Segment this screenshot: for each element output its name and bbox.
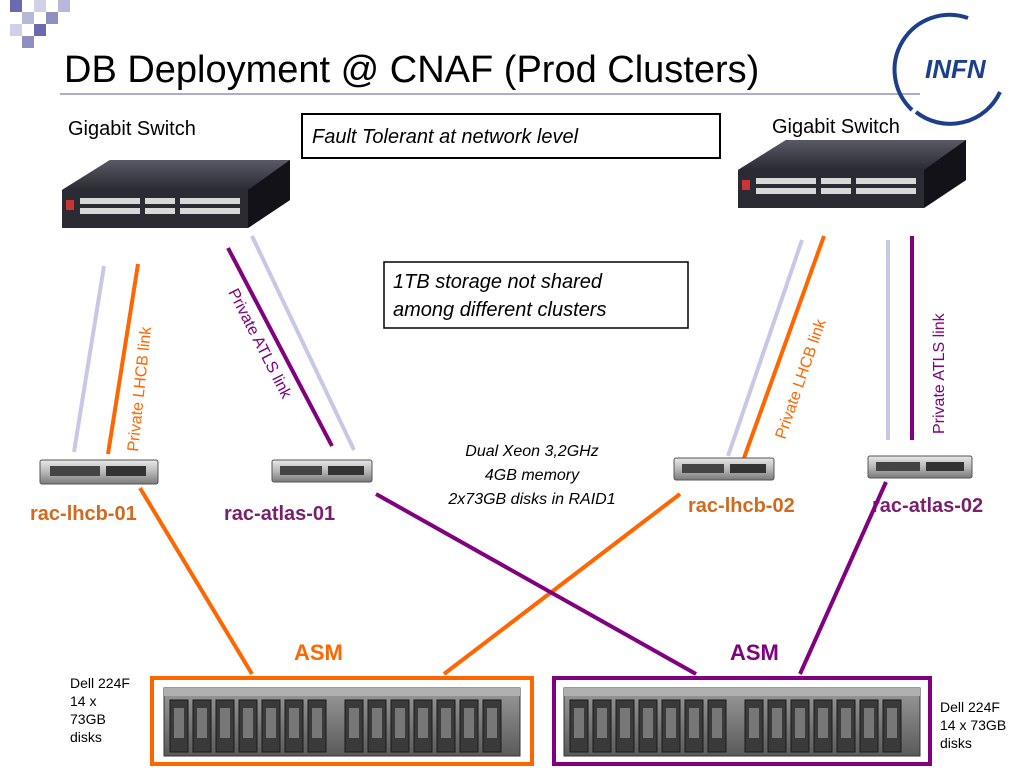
- spec-line-3: 2x73GB disks in RAID1: [447, 491, 615, 508]
- disk-handle: [620, 708, 630, 738]
- storage-desc-right-line1: Dell 224F: [940, 699, 1000, 715]
- disk-handle: [418, 708, 428, 738]
- server-rac-atlas-01: [271, 459, 373, 483]
- storage-desc-left: Dell 224F 14 x 73GB disks: [70, 675, 130, 745]
- disk-handle: [289, 708, 299, 738]
- server-specs: Dual Xeon 3,2GHz 4GB memory 2x73GB disks…: [447, 443, 615, 508]
- disk-handle: [749, 708, 759, 738]
- disk-handle: [464, 708, 474, 738]
- storage-callout-line2: among different clusters: [393, 299, 606, 321]
- right-array-disks: [569, 699, 902, 753]
- storage-callout: 1TB storage not shared among different c…: [383, 261, 689, 329]
- disk-handle: [574, 708, 584, 738]
- spec-line-2: 4GB memory: [485, 467, 580, 484]
- storage-desc-left-line1: Dell 224F: [70, 675, 130, 691]
- private-lhcb-link-left: [106, 263, 140, 455]
- disk-handle: [197, 708, 207, 738]
- storage-desc-right-line3: disks: [940, 735, 972, 751]
- private-atlas-link-left: [226, 247, 334, 447]
- san-link-lhcb-02: [442, 492, 682, 676]
- server-rac-atlas-02: [867, 455, 973, 479]
- asm-label-left: ASM: [294, 640, 343, 665]
- storage-desc-left-line4: disks: [70, 729, 102, 745]
- disk-handle: [395, 708, 405, 738]
- public-links: [72, 235, 890, 457]
- private-lhcb-link-right: [742, 235, 826, 459]
- node-label-rac-lhcb-01: rac-lhcb-01: [30, 503, 137, 525]
- disk-handle: [887, 708, 897, 738]
- node-label-rac-atlas-01: rac-atlas-01: [224, 503, 335, 525]
- infn-logo: INFN: [892, 12, 1002, 126]
- disk-handle: [795, 708, 805, 738]
- disk-handle: [441, 708, 451, 738]
- storage-desc-right: Dell 224F 14 x 73GB disks: [940, 699, 1006, 751]
- server-rac-lhcb-01: [39, 459, 159, 485]
- storage-desc-right-line2: 14 x 73GB: [940, 717, 1006, 733]
- disk-handle: [312, 708, 322, 738]
- disk-handle: [487, 708, 497, 738]
- storage-array-right: [552, 676, 932, 766]
- disk-handle: [597, 708, 607, 738]
- disk-handle: [349, 708, 359, 738]
- disk-handle: [243, 708, 253, 738]
- disk-handle: [266, 708, 276, 738]
- fault-tolerant-callout: Fault Tolerant at network level: [301, 113, 721, 159]
- storage-callout-line1: 1TB storage not shared: [393, 271, 603, 293]
- disk-handle: [372, 708, 382, 738]
- left-switch-label: Gigabit Switch: [68, 118, 196, 140]
- private-atlas-link-right-label: Private ATLS link: [931, 312, 948, 434]
- node-label-rac-atlas-02: rac-atlas-02: [872, 495, 983, 517]
- storage-array-left: [150, 676, 534, 766]
- disk-handle: [864, 708, 874, 738]
- san-link-atlas-01: [375, 492, 697, 676]
- private-lhcb-link-left-label: Private LHCB link: [125, 325, 155, 452]
- disk-handle: [772, 708, 782, 738]
- storage-desc-left-line2: 14 x: [70, 693, 96, 709]
- san-link-lhcb-01: [138, 486, 254, 676]
- disk-handle: [643, 708, 653, 738]
- slide-title: DB Deployment @ CNAF (Prod Clusters): [64, 49, 759, 91]
- node-label-rac-lhcb-02: rac-lhcb-02: [688, 495, 795, 517]
- spec-line-1: Dual Xeon 3,2GHz: [465, 443, 598, 460]
- disk-handle: [689, 708, 699, 738]
- disk-handle: [174, 708, 184, 738]
- infn-logo-text: INFN: [925, 54, 987, 84]
- left-gigabit-switch: [62, 160, 290, 228]
- disk-handle: [666, 708, 676, 738]
- disk-handle: [841, 708, 851, 738]
- fault-tolerant-text: Fault Tolerant at network level: [312, 126, 579, 148]
- left-array-disks: [169, 699, 502, 753]
- server-rac-lhcb-02: [673, 457, 775, 481]
- disk-handle: [712, 708, 722, 738]
- right-switch-label: Gigabit Switch: [772, 116, 900, 138]
- san-link-atlas-02: [798, 481, 888, 675]
- storage-desc-left-line3: 73GB: [70, 711, 106, 727]
- disk-handle: [220, 708, 230, 738]
- asm-label-right: ASM: [730, 640, 779, 665]
- disk-handle: [818, 708, 828, 738]
- private-lhcb-link-right-label: Private LHCB link: [773, 316, 830, 441]
- right-gigabit-switch: [738, 140, 966, 208]
- corner-decoration: [10, 0, 70, 48]
